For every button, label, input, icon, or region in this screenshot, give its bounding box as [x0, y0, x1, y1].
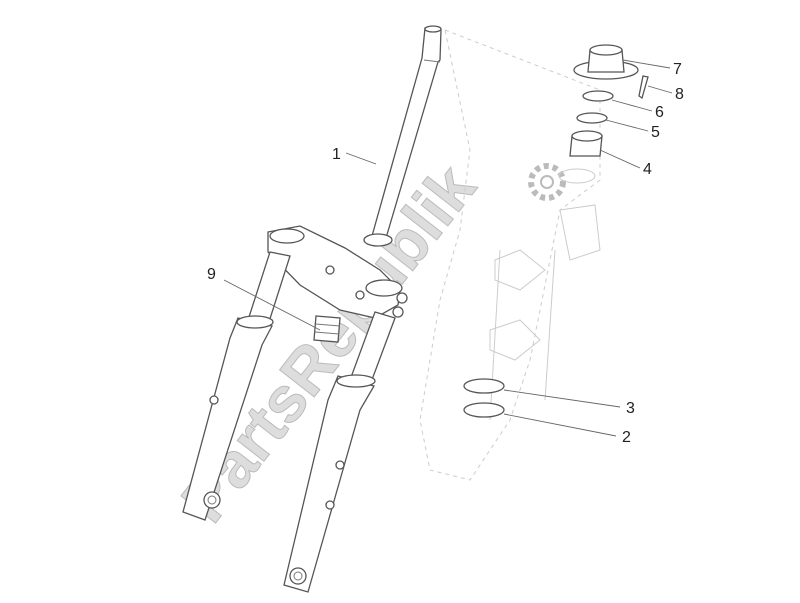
frame-ghost-outline	[419, 29, 601, 481]
callout-5: 5	[651, 124, 660, 141]
right-fork-leg	[283, 311, 396, 593]
part-8-clip	[638, 75, 649, 100]
gear-icon	[528, 163, 566, 201]
callout-9: 9	[207, 266, 216, 283]
callout-7: 7	[673, 61, 682, 78]
part-9-boot	[313, 315, 341, 343]
part-2-lower-seal	[463, 402, 505, 418]
part-7-cover	[573, 44, 639, 80]
callout-1: 1	[332, 146, 341, 163]
part-3-lower-race	[463, 378, 505, 394]
callout-2: 2	[622, 429, 631, 446]
callout-4: 4	[643, 161, 652, 178]
triple-clamp	[267, 225, 408, 319]
leader-lines	[223, 59, 673, 437]
steering-tube	[371, 25, 442, 239]
part-6-ring	[582, 90, 614, 102]
callout-8: 8	[675, 86, 684, 103]
part-4-bearing	[558, 130, 603, 184]
callout-3: 3	[626, 400, 635, 417]
left-fork-leg	[182, 251, 291, 521]
callout-6: 6	[655, 104, 664, 121]
part-5-washer	[576, 112, 608, 124]
